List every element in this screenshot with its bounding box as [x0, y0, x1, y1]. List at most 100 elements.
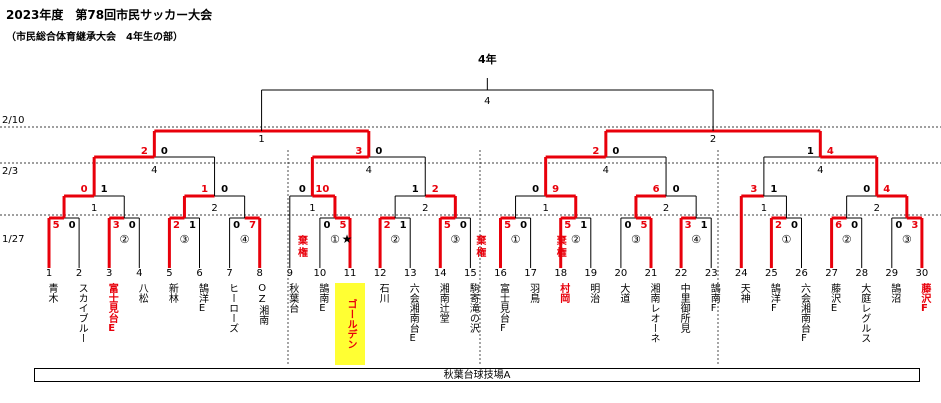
r1-circle-5: ②	[390, 233, 400, 246]
team-name-13: 六会湘南台E	[407, 283, 419, 344]
team-name-18: 村岡	[557, 283, 569, 303]
r2-score-left-6: 3	[750, 184, 757, 195]
team-number-2: 2	[76, 268, 82, 279]
team-number-14: 14	[434, 268, 447, 279]
r2-label-4: 1	[542, 203, 548, 214]
r1-circle-4: ①	[330, 233, 340, 246]
team-name-2: スカイブルー	[76, 283, 88, 343]
r1-circle-8: ②	[571, 233, 581, 246]
r1-score-left-6: 5	[444, 220, 451, 231]
r2-score-left-7: 0	[863, 184, 870, 195]
r1-score-right-7: 0	[520, 220, 527, 231]
team-name-11: ゴールデン	[335, 283, 365, 365]
team-name-1: 青木	[46, 283, 57, 303]
r2-score-left-3: 1	[412, 184, 419, 195]
round-date-2-10: 2/10	[2, 115, 25, 126]
r1-score-right-13: 3	[911, 220, 918, 231]
r1-score-left-4: 0	[323, 220, 330, 231]
team-number-5: 5	[166, 268, 172, 279]
r1-circle-6: ③	[450, 233, 460, 246]
r3-score-left-2: 2	[592, 146, 599, 157]
team-number-10: 10	[314, 268, 327, 279]
r1-score-left-1: 3	[113, 220, 120, 231]
r1-note-a-6: 棄	[475, 234, 487, 247]
r2-label-7: 2	[874, 203, 880, 214]
tournament-subtitle: （市民総合体育継承大会 4年生の部）	[6, 32, 183, 43]
team-number-21: 21	[645, 268, 658, 279]
team-number-19: 19	[584, 268, 597, 279]
team-number-15: 15	[464, 268, 477, 279]
r1-score-right-10: 1	[701, 220, 708, 231]
r3-score-right-2: 0	[612, 146, 619, 157]
team-name-19: 明治	[587, 283, 599, 303]
r1-score-right-1: 0	[129, 220, 136, 231]
team-name-29: 鵠沼	[888, 283, 900, 303]
team-number-13: 13	[404, 268, 417, 279]
r2-label-3: 2	[422, 203, 428, 214]
r1-note-b-8: 権	[557, 246, 567, 259]
r2-score-left-4: 0	[532, 184, 539, 195]
r2-label-5: 2	[663, 203, 669, 214]
team-name-17: 羽鳥	[527, 283, 539, 303]
team-name-15: 駒寄滝の沢	[467, 283, 479, 333]
team-name-7: ヒーローズ	[226, 283, 238, 333]
r1-score-left-10: 3	[685, 220, 692, 231]
team-number-24: 24	[735, 268, 748, 279]
r1-note-b-4: 権	[298, 246, 308, 259]
r1-note-a-8: 棄	[556, 234, 568, 247]
r3-score-left-3: 1	[807, 146, 814, 157]
r2-score-right-4: 9	[552, 184, 559, 195]
r1-score-left-5: 2	[384, 220, 391, 231]
r1-circle-1: ②	[119, 233, 129, 246]
team-number-30: 30	[916, 268, 929, 279]
r1-score-right-0: 0	[69, 220, 76, 231]
team-name-5: 新林	[166, 283, 178, 303]
r1-circle-3: ④	[240, 233, 250, 246]
team-name-6: 鵠洋E	[196, 283, 208, 314]
r2-score-left-1: 1	[201, 184, 208, 195]
team-name-16: 富士見台F	[497, 283, 509, 334]
team-number-23: 23	[705, 268, 718, 279]
r1-circle-13: ③	[902, 233, 912, 246]
team-number-18: 18	[554, 268, 567, 279]
team-name-4: 八松	[136, 283, 148, 303]
r3-label-3: 4	[817, 165, 823, 176]
r1-score-right-5: 1	[400, 220, 407, 231]
team-name-24: 天神	[738, 283, 750, 303]
r1-score-left-3: 0	[233, 220, 240, 231]
r1-circle-11: ①	[782, 233, 792, 246]
r1-circle-9: ③	[631, 233, 641, 246]
team-name-21: 湘南レオーネ	[648, 283, 659, 343]
team-number-8: 8	[257, 268, 263, 279]
r2-score-right-1: 0	[221, 184, 228, 195]
r1-score-left-9: 0	[624, 220, 631, 231]
team-name-28: 大庭レグルス	[858, 283, 870, 343]
r1-note-b-6: 権	[476, 246, 486, 259]
r3-score-left-0: 2	[141, 146, 148, 157]
r3-score-right-0: 0	[161, 146, 168, 157]
r1-circle-7: ①	[511, 233, 521, 246]
team-number-11: 11	[344, 268, 357, 279]
r1-star-4: ★	[342, 232, 353, 246]
r2-score-right-3: 2	[432, 184, 439, 195]
team-name-23: 鵠南F	[708, 283, 720, 314]
r1-score-left-11: 2	[775, 220, 782, 231]
team-name-12: 石川	[377, 283, 389, 303]
r3-label-0: 4	[151, 165, 157, 176]
r1-score-right-8: 1	[580, 220, 587, 231]
team-number-22: 22	[675, 268, 688, 279]
r2-label-6: 1	[761, 203, 767, 214]
team-name-3: 富士見台E	[106, 283, 118, 334]
r1-score-left-12: 6	[835, 220, 842, 231]
team-number-1: 1	[46, 268, 52, 279]
r2-label-2: 1	[309, 203, 315, 214]
r1-score-right-9: 5	[640, 220, 647, 231]
r1-score-left-13: 0	[895, 220, 902, 231]
r1-note-a-4: 棄	[297, 234, 309, 247]
team-number-9: 9	[287, 268, 293, 279]
venue-box: 秋葉台球技場A	[34, 368, 920, 382]
r2-score-right-0: 1	[101, 184, 108, 195]
team-name-8: OZ湘南	[256, 283, 268, 325]
r1-score-right-4: 5	[339, 220, 346, 231]
